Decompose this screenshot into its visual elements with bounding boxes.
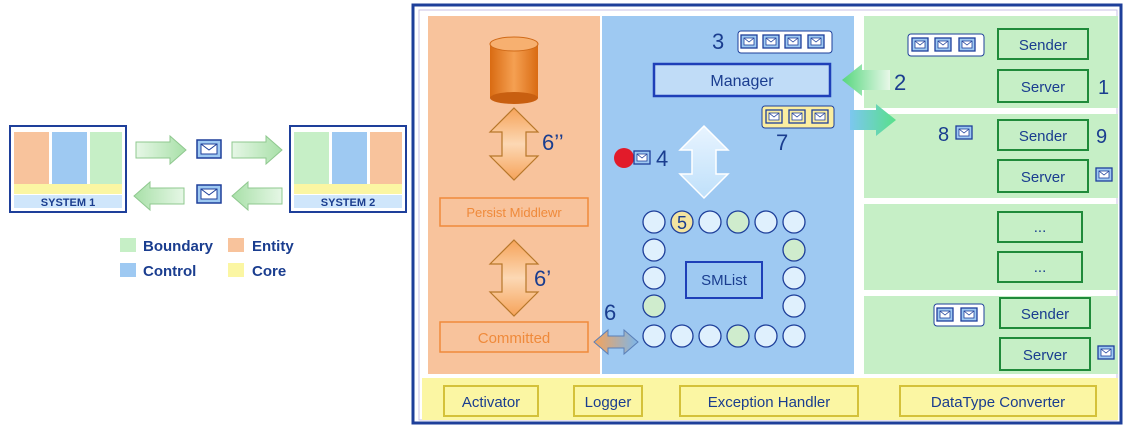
step-6-label: 6 [604,300,616,325]
double-arrow-icon [488,107,540,181]
ellipsis-label-2: ... [1034,259,1047,276]
system-1-label: SYSTEM 1 [41,197,95,209]
sender-box-1: Sender [997,28,1089,60]
double-arrow-icon [488,239,540,317]
step-4-label: 4 [656,146,668,171]
legend: Boundary Entity Control Core [120,238,294,280]
server-box-3: Server [999,337,1091,371]
envelope-icon [1095,167,1113,182]
server-box-1: Server [997,69,1089,103]
system-overview-diagram: SYSTEM 1 SYSTEM 2 Boundary Entity Contro… [9,125,407,280]
step-5-label: 5 [677,213,687,233]
manager-label: Manager [710,73,774,90]
committed-box: Committed [439,321,589,353]
sender-label-3: Sender [1021,306,1069,323]
server-label-2: Server [1021,169,1065,186]
envelope-icon [936,307,954,322]
step-3-label: 3 [712,29,724,54]
legend-swatch-boundary [120,238,136,252]
envelope-icon [958,37,976,52]
exception-handler-label: Exception Handler [708,394,831,411]
envelope-group-panel4 [933,303,985,327]
committed-label: Committed [478,330,551,347]
persist-middleware-label: Persist Middlewr [466,205,562,220]
legend-label-control: Control [143,263,196,280]
double-arrow-icon [593,328,639,356]
right-arrow-icon [850,104,896,136]
envelope-icon [955,125,973,140]
left-arrow-icon [133,180,283,212]
envelope-group-queue [737,30,833,54]
smlist-label: SMList [701,272,748,289]
step-2-label: 2 [894,70,906,95]
legend-swatch-core [228,263,244,277]
server-label-3: Server [1023,347,1067,364]
envelope-icon [1097,345,1115,360]
envelope-icon [196,184,222,204]
system-1-box: SYSTEM 1 [9,125,127,213]
sender-box-3: Sender [999,297,1091,329]
envelope-icon [740,34,758,49]
right-arrow-icon [135,134,283,166]
database-icon [489,36,539,104]
datatype-converter-box: DataType Converter [899,385,1097,417]
activator-label: Activator [462,394,520,411]
datatype-converter-label: DataType Converter [931,394,1065,411]
envelope-group-outgoing [761,105,835,129]
smlist-ring [642,210,806,348]
step-1-label: 1 [1098,77,1109,99]
legend-swatch-control [120,263,136,277]
server-label-1: Server [1021,79,1065,96]
ellipsis-label-1: ... [1034,219,1047,236]
envelope-icon [934,37,952,52]
persist-middleware-box: Persist Middlewr [439,197,589,227]
ellipsis-box-1: ... [997,211,1083,243]
legend-label-boundary: Boundary [143,238,214,255]
double-arrow-icon [678,124,730,200]
envelope-icon [807,34,825,49]
exception-handler-box: Exception Handler [679,385,859,417]
ellipsis-box-2: ... [997,251,1083,283]
logger-box: Logger [573,385,643,417]
envelope-icon [784,34,802,49]
legend-label-entity: Entity [252,238,294,255]
step-6p-label: 6’ [534,266,551,291]
architecture-diagram: 6’’ Persist Middlewr 6’ Committed 6 3 Ma… [411,3,1123,425]
sender-box-2: Sender [997,119,1089,151]
left-arrow-icon [842,64,890,96]
sender-label-2: Sender [1019,128,1067,145]
envelope-icon [196,139,222,159]
step-6pp-label: 6’’ [542,130,564,155]
system-2-label: SYSTEM 2 [321,197,375,209]
envelope-icon [811,109,829,124]
legend-label-core: Core [252,263,286,280]
legend-swatch-entity [228,238,244,252]
activator-box: Activator [443,385,539,417]
step-7-label: 7 [776,130,788,155]
envelope-icon [911,37,929,52]
step-9-label: 9 [1096,126,1107,148]
envelope-group-inbound [907,33,985,57]
envelope-icon [762,34,780,49]
error-dot-icon [614,148,634,168]
logger-label: Logger [585,394,632,411]
envelope-icon [633,150,651,165]
envelope-icon [960,307,978,322]
envelope-icon [765,109,783,124]
system-2-box: SYSTEM 2 [289,125,407,213]
sender-label-1: Sender [1019,37,1067,54]
smlist-box: SMList [685,261,763,299]
server-box-2: Server [997,159,1089,193]
envelope-icon [788,109,806,124]
step-8-label: 8 [938,124,949,146]
manager-box: Manager [652,62,832,98]
